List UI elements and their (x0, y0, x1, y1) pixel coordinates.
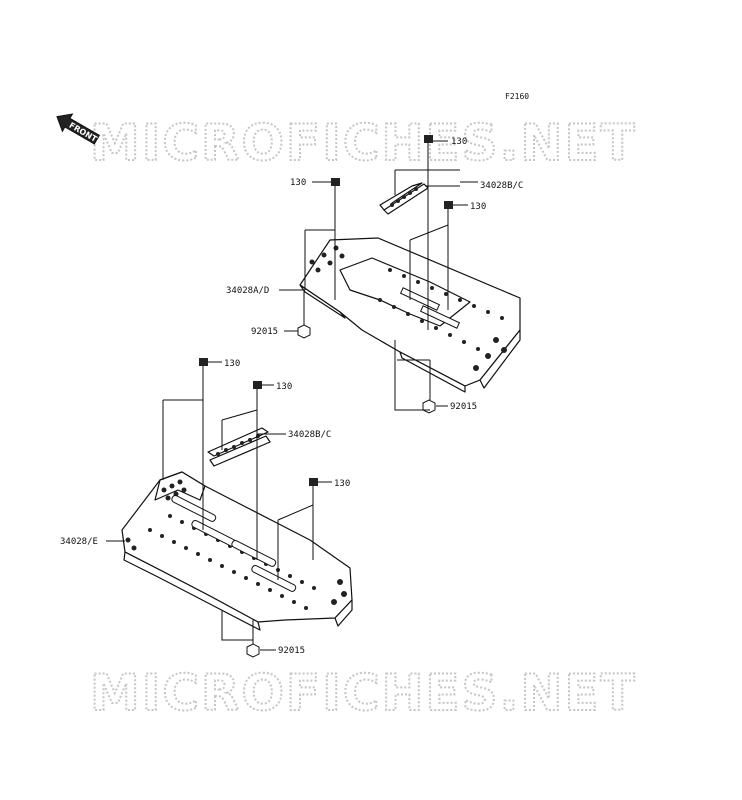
figure-code: F2160 (505, 92, 529, 101)
callout-upper-panel: 34028A/D (226, 286, 269, 296)
callout-upper-nut-bottom: 92015 (450, 402, 477, 412)
lower-bolt-left-icon (199, 358, 208, 400)
callout-lower-cover: 34028B/C (288, 430, 331, 440)
upper-nut-left-icon (297, 324, 311, 339)
callout-lower-bolt-right: 130 (334, 479, 350, 489)
callout-upper-nut-left: 92015 (251, 327, 278, 337)
lower-cover-part (207, 427, 271, 467)
lower-nut-icon (246, 643, 260, 658)
callout-upper-bolt-right: 130 (470, 202, 486, 212)
callout-lower-bolt-mid: 130 (276, 382, 292, 392)
lower-bolt-right-icon (309, 478, 318, 505)
callout-upper-bolt-top: 130 (451, 137, 467, 147)
callout-upper-bolt-left: 130 (290, 178, 306, 188)
watermark-bottom: MICROFICHES.NET (90, 664, 637, 722)
upper-bolt-left-icon (331, 178, 340, 230)
lower-panel-part (121, 471, 353, 631)
callout-lower-bolt-left: 130 (224, 359, 240, 369)
watermark-top: MICROFICHES.NET (90, 114, 637, 172)
callout-upper-cover: 34028B/C (480, 181, 523, 191)
lower-footboard-assembly (121, 358, 353, 658)
upper-nut-bottom-icon (422, 399, 436, 414)
upper-cover-part (379, 182, 429, 215)
callout-lower-panel: 34028/E (60, 537, 98, 547)
upper-footboard-assembly (297, 135, 521, 414)
upper-panel-part (299, 237, 521, 393)
callout-lower-nut: 92015 (278, 646, 305, 656)
